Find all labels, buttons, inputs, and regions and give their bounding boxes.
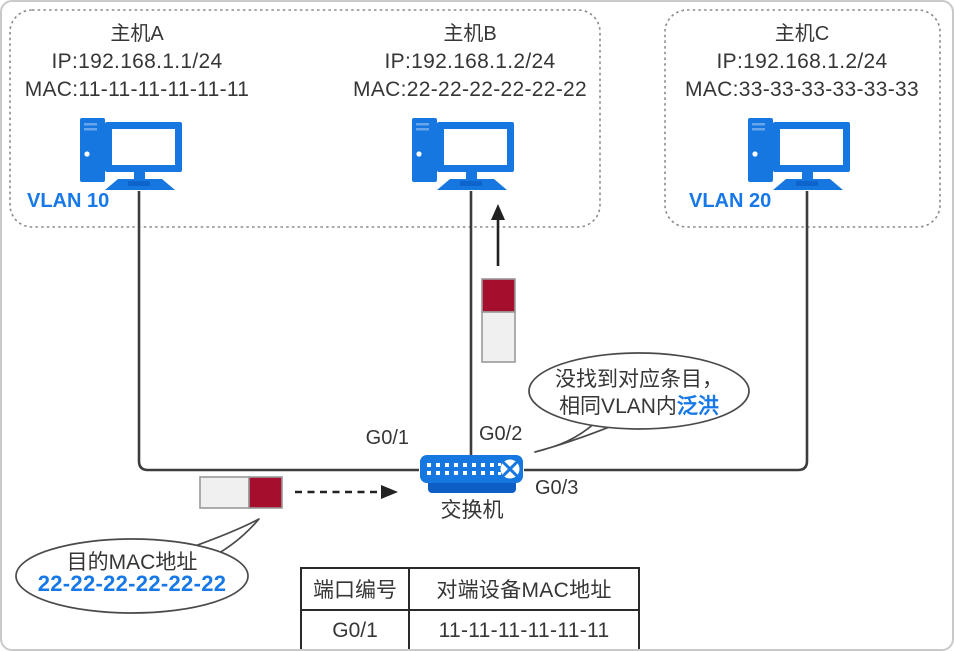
flood-bubble-line1: 没找到对应条目， (555, 368, 723, 391)
hostC-ip: IP:192.168.1.2/24 (716, 50, 888, 73)
flood-bubble-line2-prefix: 相同VLAN内 (559, 395, 677, 418)
frame-direction-arrow (295, 485, 398, 499)
dest-mac-bubble-line1: 目的MAC地址 (66, 551, 198, 574)
port-g02-label: G0/2 (479, 423, 523, 445)
hostC-label-block: 主机C IP:192.168.1.2/24 MAC:33-33-33-33-33… (667, 20, 937, 104)
mac-table-header-mac: 对端设备MAC地址 (408, 567, 640, 611)
hostB-name: 主机B (443, 23, 497, 45)
hostB-label-block: 主机B IP:192.168.1.2/24 MAC:22-22-22-22-22… (335, 20, 605, 104)
hostC-computer-icon (748, 118, 850, 190)
port-g03-label: G0/3 (535, 477, 579, 499)
switch-port-dots (427, 463, 501, 475)
hostC-name: 主机C (774, 23, 830, 45)
mac-table-header-port: 端口编号 (300, 567, 410, 611)
hostB-computer-icon (412, 118, 514, 190)
vlan20-zone-outline (664, 9, 941, 228)
dest-mac-speech-bubble (15, 518, 260, 614)
hostA-mac: MAC:11-11-11-11-11-11 (24, 78, 250, 101)
flood-bubble-line2: 相同VLAN内泛洪 (529, 390, 749, 420)
hostA-name: 主机A (110, 23, 164, 45)
hostB-ip: IP:192.168.1.2/24 (384, 50, 556, 73)
vlan10-label: VLAN 10 (27, 190, 110, 212)
flood-speech-bubble (528, 352, 750, 453)
flood-arrow-up (491, 204, 505, 266)
mac-table-cell-mac: 11-11-11-11-11-11 (408, 609, 640, 649)
frame-to-hostB (481, 278, 516, 363)
mac-table-row: G0/1 11-11-11-11-11-11 (300, 609, 640, 649)
cable-hostC-to-switch (524, 191, 809, 472)
dest-mac-bubble-line2: 22-22-22-22-22-22 (37, 571, 227, 596)
vlan10-zone-outline (9, 9, 601, 228)
mac-table-header-row: 端口编号 对端设备MAC地址 (300, 567, 640, 611)
hostC-mac: MAC:33-33-33-33-33-33 (685, 78, 919, 101)
vlan20-label: VLAN 20 (689, 190, 772, 212)
port-g01-label: G0/1 (365, 427, 409, 449)
flood-bubble-highlight: 泛洪 (676, 395, 719, 418)
cable-hostA-to-switch (137, 191, 419, 472)
hostB-mac: MAC:22-22-22-22-22-22 (353, 78, 587, 101)
mac-table-cell-port: G0/1 (300, 609, 410, 649)
hostA-ip: IP:192.168.1.1/24 (51, 50, 223, 73)
mac-address-table: 端口编号 对端设备MAC地址 G0/1 11-11-11-11-11-11 (300, 567, 640, 649)
hostA-label-block: 主机A IP:192.168.1.1/24 MAC:11-11-11-11-11… (2, 20, 272, 104)
frame-from-hostA (199, 476, 283, 509)
switch-label: 交换机 (440, 499, 504, 522)
switch-icon (420, 455, 523, 493)
hostA-computer-icon (80, 118, 182, 190)
